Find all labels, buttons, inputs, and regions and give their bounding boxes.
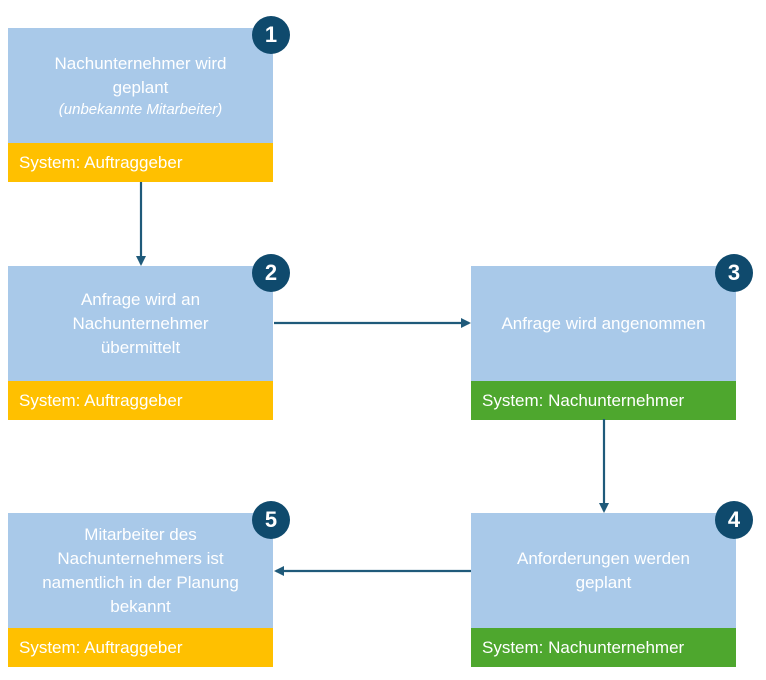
step-3-system: System: Nachunternehmer (471, 381, 736, 420)
step-1-box: Nachunternehmer wird geplant (unbekannte… (8, 28, 273, 143)
step-2-title: Anfrage wird an Nachunternehmer übermitt… (72, 289, 209, 357)
step-5-node: Mitarbeiter des Nachunternehmers ist nam… (8, 501, 290, 667)
step-4-system: System: Nachunternehmer (471, 628, 736, 667)
step-2-node: Anfrage wird an Nachunternehmer übermitt… (8, 254, 290, 420)
step-5-box: Mitarbeiter des Nachunternehmers ist nam… (8, 513, 273, 628)
step-2-box: Anfrage wird an Nachunternehmer übermitt… (8, 266, 273, 381)
step-2-badge: 2 (252, 254, 290, 292)
step-5-title: Mitarbeiter des Nachunternehmers ist nam… (42, 524, 239, 616)
step-4-box: Anforderungen werden geplant (471, 513, 736, 628)
step-1-subtitle: (unbekannte Mitarbeiter) (58, 100, 223, 118)
step-1-system: System: Auftraggeber (8, 143, 273, 182)
step-4-badge: 4 (715, 501, 753, 539)
step-1-title: Nachunternehmer wird geplant (54, 53, 227, 97)
step-3-box: Anfrage wird angenommen (471, 266, 736, 381)
step-2-system: System: Auftraggeber (8, 381, 273, 420)
step-3-node: Anfrage wird angenommen System: Nachunte… (471, 254, 753, 420)
step-5-system: System: Auftraggeber (8, 628, 273, 667)
step-3-title: Anfrage wird angenommen (501, 313, 706, 333)
step-4-title: Anforderungen werden geplant (517, 548, 690, 592)
step-5-badge: 5 (252, 501, 290, 539)
step-4-node: Anforderungen werden geplant System: Nac… (471, 501, 753, 667)
step-3-badge: 3 (715, 254, 753, 292)
step-1-node: Nachunternehmer wird geplant (unbekannte… (8, 16, 290, 182)
step-1-badge: 1 (252, 16, 290, 54)
